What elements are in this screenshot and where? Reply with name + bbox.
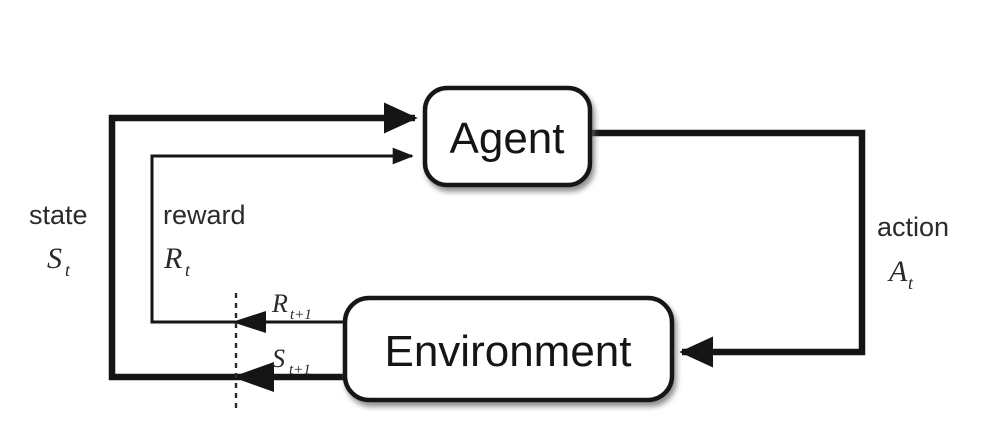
- agent-node[interactable]: Agent: [422, 85, 593, 188]
- label-state: state S t: [29, 200, 88, 280]
- next-reward-symbol-label: R: [271, 289, 288, 318]
- reward-arrowhead-at-divider: [232, 311, 266, 333]
- agent-label: Agent: [450, 114, 565, 163]
- edge-reward-feedback: [150, 147, 414, 333]
- state-symbol-label: S: [47, 242, 62, 275]
- label-reward: reward R t: [163, 200, 246, 280]
- next-state-subscript-label: t+1: [289, 362, 311, 378]
- state-arrowhead-at-divider: [232, 362, 274, 392]
- label-next-state: S t+1: [272, 344, 311, 378]
- next-state-symbol-label: S: [272, 344, 285, 373]
- action-symbol-label: A: [887, 255, 908, 288]
- reward-symbol-label: R: [163, 242, 182, 275]
- state-feedback-line: [108, 102, 418, 381]
- edge-state-feedback: [108, 102, 418, 392]
- label-next-reward: R t+1: [271, 289, 312, 323]
- environment-node[interactable]: Environment: [342, 295, 675, 403]
- action-subscript-label: t: [908, 273, 914, 293]
- state-word-label: state: [29, 200, 88, 230]
- label-action: action A t: [877, 212, 949, 293]
- state-subscript-label: t: [65, 260, 71, 280]
- next-reward-subscript-label: t+1: [290, 307, 312, 323]
- reward-subscript-label: t: [185, 260, 191, 280]
- edge-action-forward: [590, 129, 866, 368]
- agent-box[interactable]: [422, 85, 593, 188]
- environment-label: Environment: [384, 327, 631, 376]
- environment-box[interactable]: [342, 295, 675, 403]
- action-forward-line: [590, 129, 866, 368]
- action-word-label: action: [877, 212, 949, 242]
- reward-word-label: reward: [163, 200, 246, 230]
